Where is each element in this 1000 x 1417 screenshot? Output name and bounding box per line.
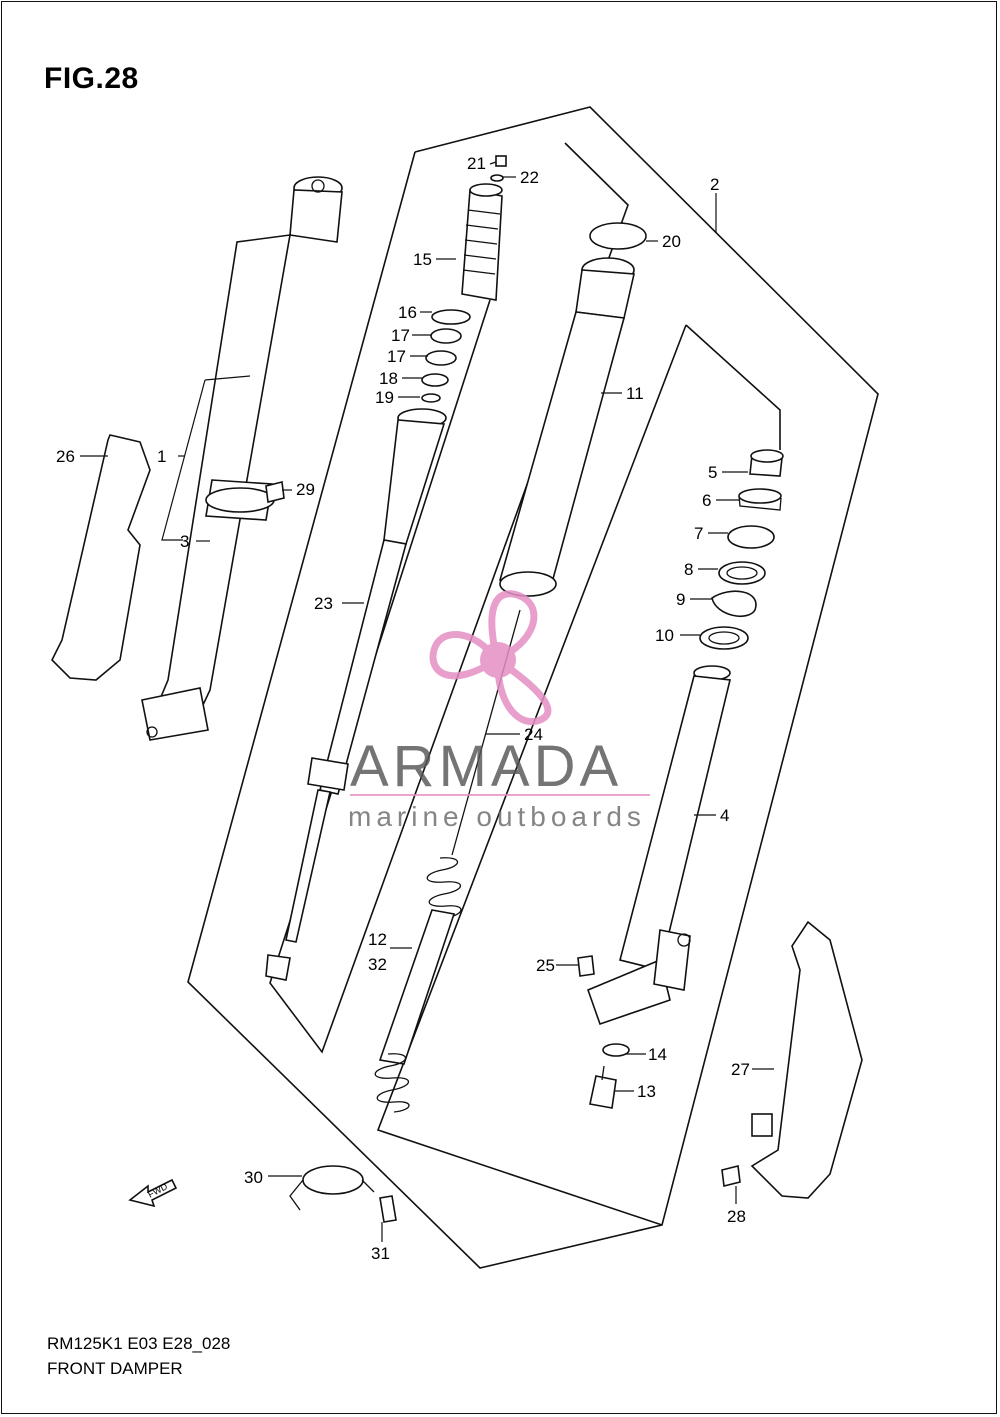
pinch-bolt-29: [265, 481, 285, 503]
dust-seal-10: [699, 626, 749, 650]
callout-26: 26: [56, 447, 75, 466]
callout-8: 8: [684, 560, 693, 579]
fork-guard-right: [750, 920, 863, 1199]
bolt-31: [379, 1195, 397, 1223]
oil-seal-8: [718, 561, 766, 585]
callout-22: 22: [520, 168, 539, 187]
propeller-logo: [429, 590, 552, 726]
damper-cartridge-top: [461, 183, 503, 301]
callout-15: 15: [413, 250, 432, 269]
bolt-28: [721, 1165, 741, 1187]
stopper-ring-9: [711, 590, 757, 618]
figure-title: FIG.28: [44, 62, 139, 95]
group-boundary-right: [685, 324, 781, 450]
bushing-5: [749, 449, 784, 477]
callout-11: 11: [626, 384, 644, 403]
gasket-14: [602, 1043, 630, 1057]
guard-clip-27: [751, 1113, 773, 1137]
callout-numbers: 1 2 3 4 5 6 7 8 9 10 11 12 13 14 15 16 1…: [56, 154, 750, 1263]
group-boundary-lower: [376, 324, 687, 1226]
callout-16: 16: [398, 303, 417, 322]
callout-3: 3: [180, 532, 189, 551]
callout-27: 27: [731, 1060, 750, 1079]
callout-25: 25: [536, 956, 555, 975]
ring-18: [421, 373, 449, 387]
watermark-brand: ARMADA: [350, 734, 622, 799]
callout-17-upper: 17: [391, 326, 410, 345]
callout-24: 24: [524, 725, 543, 744]
callout-19: 19: [375, 388, 394, 407]
callout-4: 4: [720, 806, 729, 825]
callout-29: 29: [296, 480, 315, 499]
inner-tube-11: [498, 257, 635, 597]
o-ring-20: [589, 222, 647, 250]
ring-17b: [425, 350, 457, 366]
damper-cartridge-23: [265, 408, 447, 981]
ring-19: [421, 393, 441, 403]
diagram-code: RM125K1 E03 E28_028: [47, 1334, 231, 1353]
callout-6: 6: [702, 491, 711, 510]
leader-lines: [80, 161, 774, 1242]
callout-21: 21: [467, 154, 486, 173]
callout-18: 18: [379, 369, 398, 388]
ring-17a: [430, 328, 462, 344]
callout-9: 9: [676, 590, 685, 609]
callout-32: 32: [368, 955, 387, 974]
callout-14: 14: [648, 1045, 667, 1064]
callout-10: 10: [655, 626, 674, 645]
bolt-25: [577, 955, 595, 977]
callout-31: 31: [371, 1244, 390, 1263]
washer-7: [727, 525, 775, 549]
callout-7: 7: [694, 524, 703, 543]
ring-16: [431, 309, 471, 325]
callout-5: 5: [708, 463, 717, 482]
watermark-tagline: marine outboards: [348, 801, 646, 832]
watermark: ARMADA marine outboards: [348, 590, 650, 832]
diagram-name: FRONT DAMPER: [47, 1359, 183, 1378]
callout-13: 13: [637, 1082, 656, 1101]
callout-2: 2: [710, 175, 719, 194]
spring-lower: [374, 1053, 410, 1113]
callout-30: 30: [244, 1168, 263, 1187]
bolt-13: [589, 1065, 617, 1109]
callout-28: 28: [727, 1207, 746, 1226]
callout-12: 12: [368, 930, 387, 949]
damper-adjuster-screw: [490, 155, 507, 182]
fork-guard-left: [51, 434, 151, 681]
clamp-30: [289, 1165, 375, 1211]
callout-23: 23: [314, 594, 333, 613]
spring-upper: [378, 857, 462, 1065]
forward-direction-marker: FWD: [128, 1178, 178, 1208]
callout-17-lower: 17: [387, 347, 406, 366]
bushing-6: [738, 488, 782, 511]
callout-1: 1: [157, 447, 166, 466]
outer-tube-assembly-left: [141, 176, 343, 741]
callout-20: 20: [662, 232, 681, 251]
outer-tube-4: [586, 665, 731, 1026]
